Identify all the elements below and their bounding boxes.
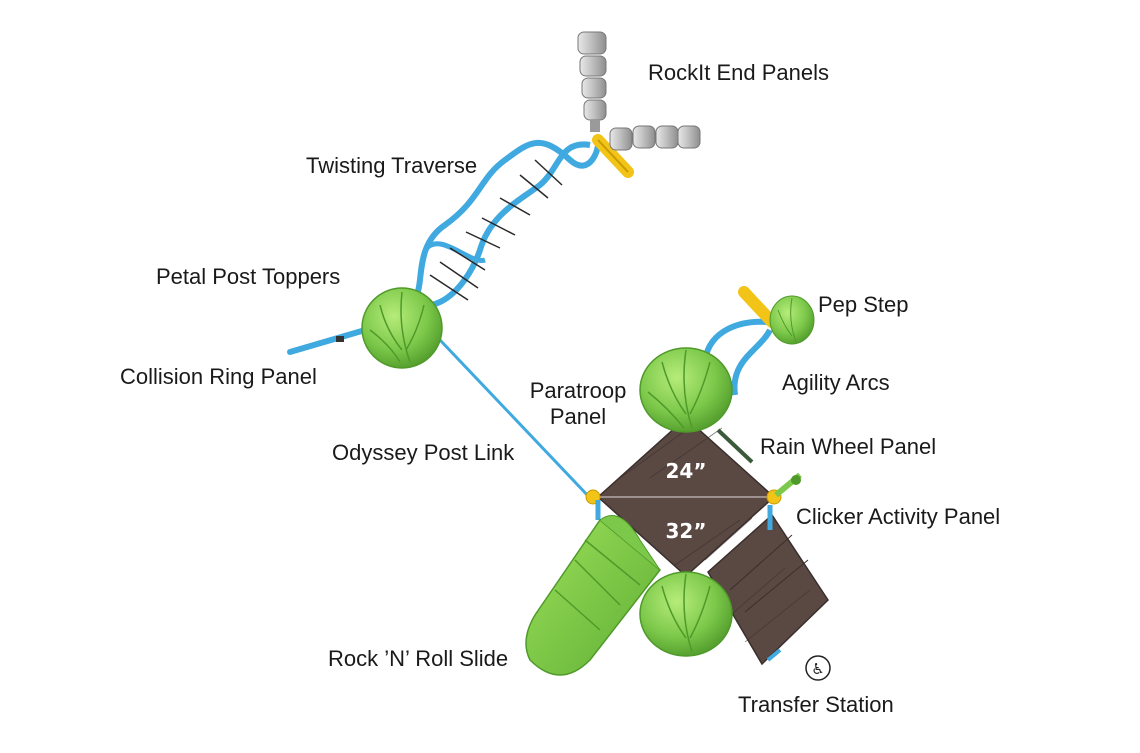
paratroop-panel-topper: [639, 347, 733, 433]
transfer-station-steps: [707, 513, 829, 666]
label-rock-n-roll-slide: Rock ’N’ Roll Slide: [328, 646, 509, 671]
rock-n-roll-slide: [525, 515, 662, 676]
agility-arcs: [702, 318, 773, 396]
odyssey-post-link: [438, 338, 594, 502]
petal-post-topper-left: [361, 287, 443, 369]
rockit-end-panels: [577, 31, 701, 151]
label-paratroop-panel: Paratroop Panel: [525, 378, 631, 430]
label-rain-wheel-panel: Rain Wheel Panel: [760, 434, 937, 459]
wheelchair-icon: ♿: [805, 655, 831, 681]
twisting-traverse-rungs: [429, 159, 563, 301]
label-collision-ring-panel: Collision Ring Panel: [120, 364, 317, 389]
rockit-panel-lower: [609, 125, 701, 151]
rockit-panel-upper: [577, 31, 607, 132]
label-pep-step: Pep Step: [818, 292, 909, 317]
clicker-activity-panel: [774, 472, 802, 498]
label-rockit-end-panels: RockIt End Panels: [648, 60, 829, 85]
label-odyssey-post-link: Odyssey Post Link: [332, 440, 515, 465]
deck-area: 24” 32”: [585, 416, 829, 666]
rain-wheel-panel: [716, 428, 754, 464]
label-clicker-activity-panel: Clicker Activity Panel: [796, 504, 1001, 529]
label-petal-post-toppers: Petal Post Toppers: [156, 264, 341, 289]
label-agility-arcs: Agility Arcs: [782, 370, 890, 395]
label-paratroop-panel-line2: Panel: [549, 404, 607, 429]
upper-deck-height: 24”: [666, 459, 707, 483]
lower-deck-height: 32”: [666, 519, 707, 543]
label-transfer-station: Transfer Station: [738, 692, 894, 717]
pep-step: [738, 286, 815, 345]
rockit-clamp: [592, 134, 634, 178]
label-twisting-traverse: Twisting Traverse: [306, 153, 478, 178]
collision-ring-panel: [287, 325, 375, 355]
svg-text:♿: ♿: [811, 660, 824, 678]
petal-post-topper-bottom: [639, 571, 733, 657]
label-paratroop-panel-line1: Paratroop: [529, 378, 627, 403]
twisting-traverse: [406, 139, 602, 309]
